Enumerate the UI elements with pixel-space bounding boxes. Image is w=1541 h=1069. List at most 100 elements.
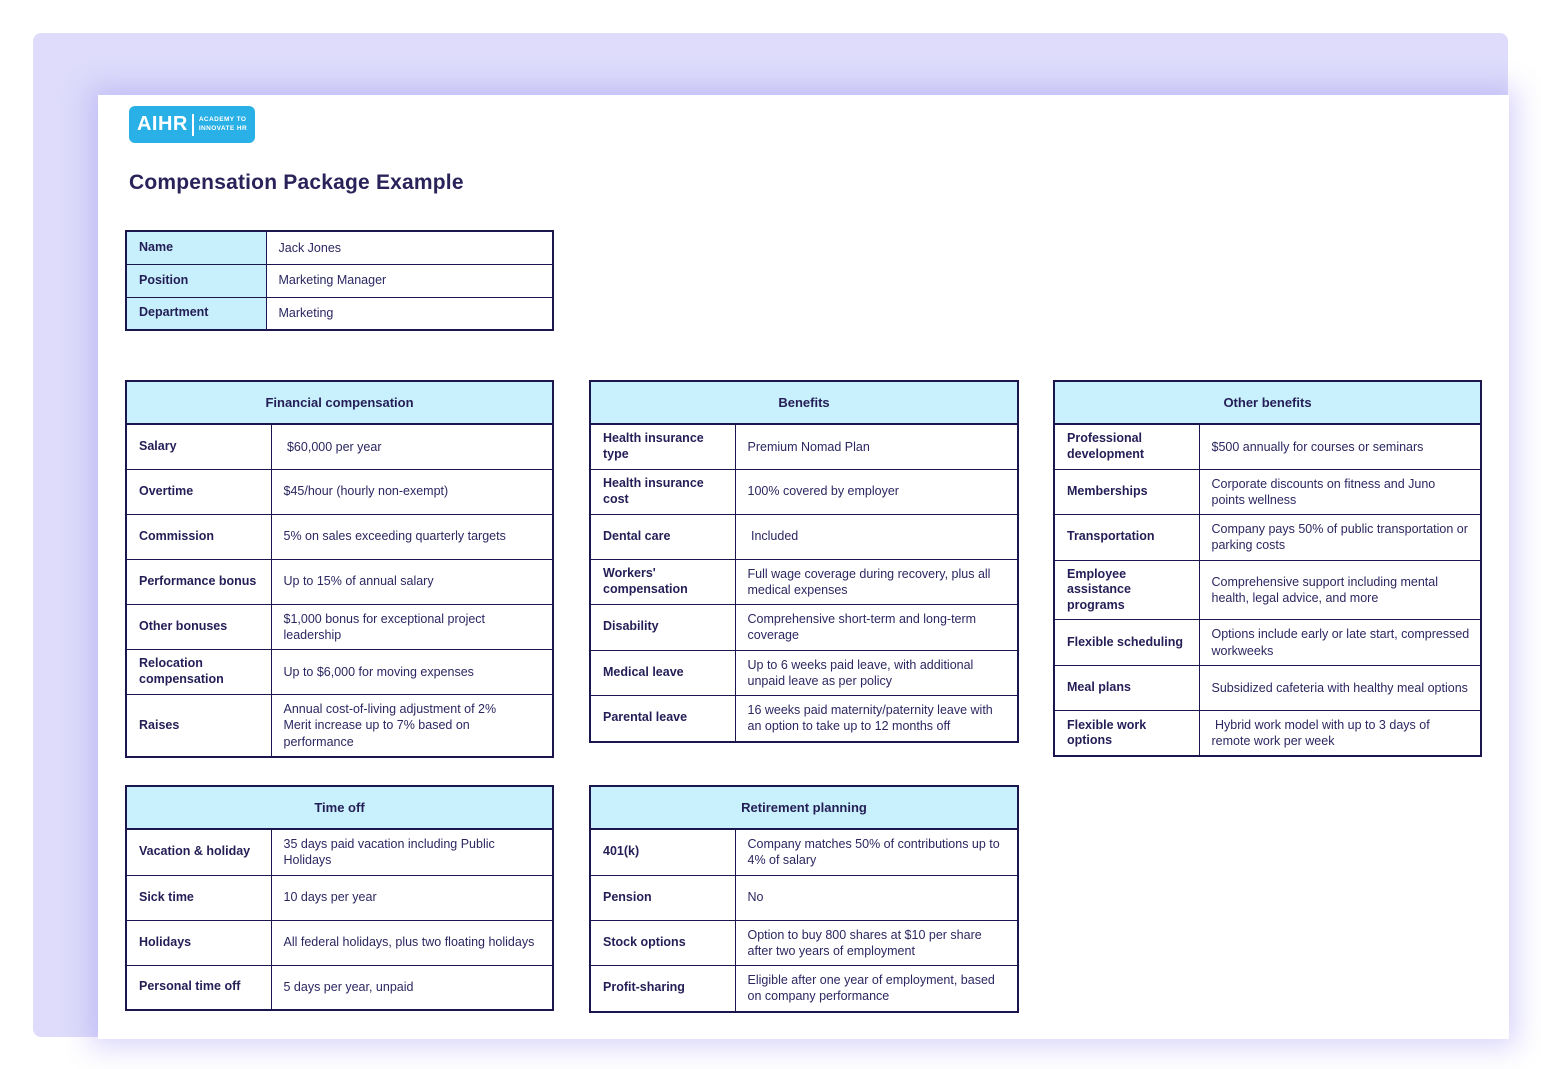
row-label: Disability [589, 604, 736, 651]
table-title: Other benefits [1053, 380, 1482, 425]
table-header-row: Financial compensation [125, 380, 554, 425]
table-row: Other bonuses $1,000 bonus for exception… [125, 603, 554, 650]
row-value: Comprehensive short-term and long-term c… [734, 604, 1019, 651]
table-row: Dental care Included [589, 513, 1019, 560]
row-label: Flexible scheduling [1053, 619, 1200, 666]
table-title: Financial compensation [125, 380, 554, 425]
benefits-table: Benefits Health insurance type Premium N… [589, 380, 1019, 743]
document-card: AIHR ACADEMY TO INNOVATE HR Compensation… [98, 95, 1509, 1039]
financial-compensation-table: Financial compensation Salary $60,000 pe… [125, 380, 554, 758]
row-value: 5% on sales exceeding quarterly targets [270, 513, 554, 560]
table-row: Parental leave 16 weeks paid maternity/p… [589, 695, 1019, 742]
row-label: Health insurance type [589, 423, 736, 470]
row-label: Position [125, 263, 267, 298]
table-header-row: Benefits [589, 380, 1019, 425]
row-value: Included [734, 513, 1019, 560]
table-row: Workers' compensation Full wage coverage… [589, 558, 1019, 605]
row-label: Memberships [1053, 468, 1200, 515]
row-value: Hybrid work model with up to 3 days of r… [1198, 709, 1482, 757]
row-value: Subsidized cafeteria with healthy meal o… [1198, 664, 1482, 711]
row-label: Commission [125, 513, 272, 560]
row-value: $45/hour (hourly non-exempt) [270, 468, 554, 515]
row-label: Relocation compensation [125, 649, 272, 695]
row-label: Flexible work options [1053, 709, 1200, 757]
row-label: Salary [125, 423, 272, 470]
row-value: 100% covered by employer [734, 468, 1019, 515]
table-row: Disability Comprehensive short-term and … [589, 604, 1019, 651]
table-row: Flexible work options Hybrid work model … [1053, 709, 1482, 757]
row-label: Medical leave [589, 649, 736, 696]
retirement-planning-table: Retirement planning 401(k) Company match… [589, 785, 1019, 1013]
time-off-table: Time off Vacation & holiday 35 days paid… [125, 785, 554, 1011]
row-value: Company pays 50% of public transportatio… [1198, 514, 1482, 561]
table-row: Vacation & holiday 35 days paid vacation… [125, 828, 554, 876]
row-value: Annual cost-of-living adjustment of 2% M… [270, 693, 554, 758]
row-value: Marketing Manager [265, 263, 554, 298]
table-header-row: Other benefits [1053, 380, 1482, 425]
row-value: 35 days paid vacation including Public H… [270, 828, 554, 876]
table-row: Salary $60,000 per year [125, 423, 554, 470]
table-row: Overtime $45/hour (hourly non-exempt) [125, 468, 554, 515]
row-label: 401(k) [589, 828, 736, 876]
row-value: Options include early or late start, com… [1198, 619, 1482, 666]
table-row: Commission 5% on sales exceeding quarter… [125, 513, 554, 560]
row-value: Up to $6,000 for moving expenses [270, 649, 554, 695]
other-benefits-table: Other benefits Professional development … [1053, 380, 1482, 758]
row-value: Jack Jones [265, 230, 554, 265]
row-label: Vacation & holiday [125, 828, 272, 876]
row-value: 16 weeks paid maternity/paternity leave … [734, 695, 1019, 742]
table-row: Name Jack Jones [125, 230, 554, 265]
tagline-line-2: INNOVATE HR [198, 124, 248, 132]
row-label: Department [125, 296, 267, 331]
row-label: Meal plans [1053, 664, 1200, 711]
table-row: Health insurance type Premium Nomad Plan [589, 423, 1019, 470]
table-row: Holidays All federal holidays, plus two … [125, 919, 554, 966]
row-label: Workers' compensation [589, 558, 736, 605]
row-value: Eligible after one year of employment, b… [734, 965, 1019, 1012]
row-label: Sick time [125, 874, 272, 921]
table-header-row: Time off [125, 785, 554, 830]
row-value: $500 annually for courses or seminars [1198, 423, 1482, 470]
row-label: Transportation [1053, 514, 1200, 561]
lavender-background-panel: AIHR ACADEMY TO INNOVATE HR Compensation… [33, 33, 1509, 1039]
table-title: Benefits [589, 380, 1019, 425]
row-value: All federal holidays, plus two floating … [270, 919, 554, 966]
employee-info-table: Name Jack Jones Position Marketing Manag… [125, 230, 554, 331]
table-row: Employee assistance programs Comprehensi… [1053, 559, 1482, 621]
table-header-row: Retirement planning [589, 785, 1019, 830]
row-label: Performance bonus [125, 558, 272, 605]
row-label: Other bonuses [125, 603, 272, 650]
row-value: Corporate discounts on fitness and Juno … [1198, 468, 1482, 515]
row-label: Employee assistance programs [1053, 559, 1200, 621]
row-value: Option to buy 800 shares at $10 per shar… [734, 919, 1019, 966]
aihr-logo-text: AIHR [136, 113, 188, 135]
row-label: Parental leave [589, 695, 736, 742]
row-label: Profit-sharing [589, 965, 736, 1012]
row-label: Raises [125, 693, 272, 758]
row-value: 5 days per year, unpaid [270, 964, 554, 1011]
table-row: Medical leave Up to 6 weeks paid leave, … [589, 649, 1019, 696]
table-title: Time off [125, 785, 554, 830]
row-label: Pension [589, 874, 736, 921]
row-label: Health insurance cost [589, 468, 736, 515]
page-title: Compensation Package Example [129, 171, 464, 194]
row-label: Stock options [589, 919, 736, 966]
row-value: $60,000 per year [270, 423, 554, 470]
row-value: Company matches 50% of contributions up … [734, 828, 1019, 876]
aihr-logo-tagline: ACADEMY TO INNOVATE HR [199, 116, 247, 133]
table-title: Retirement planning [589, 785, 1019, 830]
row-label: Personal time off [125, 964, 272, 1011]
row-value: Comprehensive support including mental h… [1198, 559, 1482, 621]
table-row: Sick time 10 days per year [125, 874, 554, 921]
row-label: Holidays [125, 919, 272, 966]
table-row: Position Marketing Manager [125, 263, 554, 298]
table-row: Transportation Company pays 50% of publi… [1053, 514, 1482, 561]
row-value: Premium Nomad Plan [734, 423, 1019, 470]
table-row: Health insurance cost 100% covered by em… [589, 468, 1019, 515]
row-value: Full wage coverage during recovery, plus… [734, 558, 1019, 605]
table-row: 401(k) Company matches 50% of contributi… [589, 828, 1019, 876]
table-row: Stock options Option to buy 800 shares a… [589, 919, 1019, 966]
row-label: Overtime [125, 468, 272, 515]
row-value: Marketing [265, 296, 554, 331]
row-value: 10 days per year [270, 874, 554, 921]
